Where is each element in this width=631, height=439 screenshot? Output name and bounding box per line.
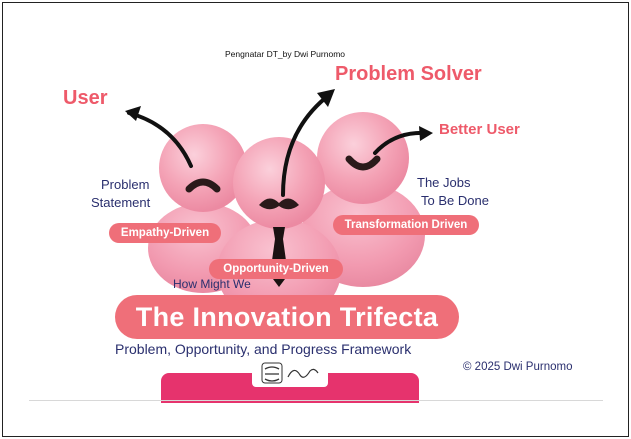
- label-the-jobs: The Jobs: [417, 175, 471, 190]
- label-how-might-we: How Might We: [173, 277, 251, 291]
- subtitle: Problem, Opportunity, and Progress Frame…: [115, 341, 412, 357]
- pill-opportunity-driven: Opportunity-Driven: [209, 259, 343, 279]
- arrow-to-problem-solver: [281, 89, 335, 197]
- logo-badge: [252, 359, 328, 387]
- label-problem-solver: Problem Solver: [335, 63, 482, 85]
- pill-empathy-driven: Empathy-Driven: [109, 223, 221, 243]
- header-text: Pengnatar DT_by Dwi Purnomo: [225, 49, 346, 59]
- label-better-user: Better User: [439, 121, 520, 138]
- label-problem: Problem: [101, 177, 150, 192]
- brand-logo-icon: [261, 362, 319, 384]
- main-title: The Innovation Trifecta: [115, 295, 459, 339]
- copyright-text: © 2025 Dwi Purnomo: [463, 361, 573, 373]
- arrow-to-better-user: [373, 126, 433, 155]
- label-statement: Statement: [91, 195, 151, 210]
- arrow-to-user: [125, 106, 193, 168]
- label-to-be-done: To Be Done: [421, 193, 489, 208]
- divider-line: [29, 400, 603, 401]
- pill-transformation-driven: Transformation Driven: [333, 215, 479, 235]
- label-user: User: [63, 87, 108, 109]
